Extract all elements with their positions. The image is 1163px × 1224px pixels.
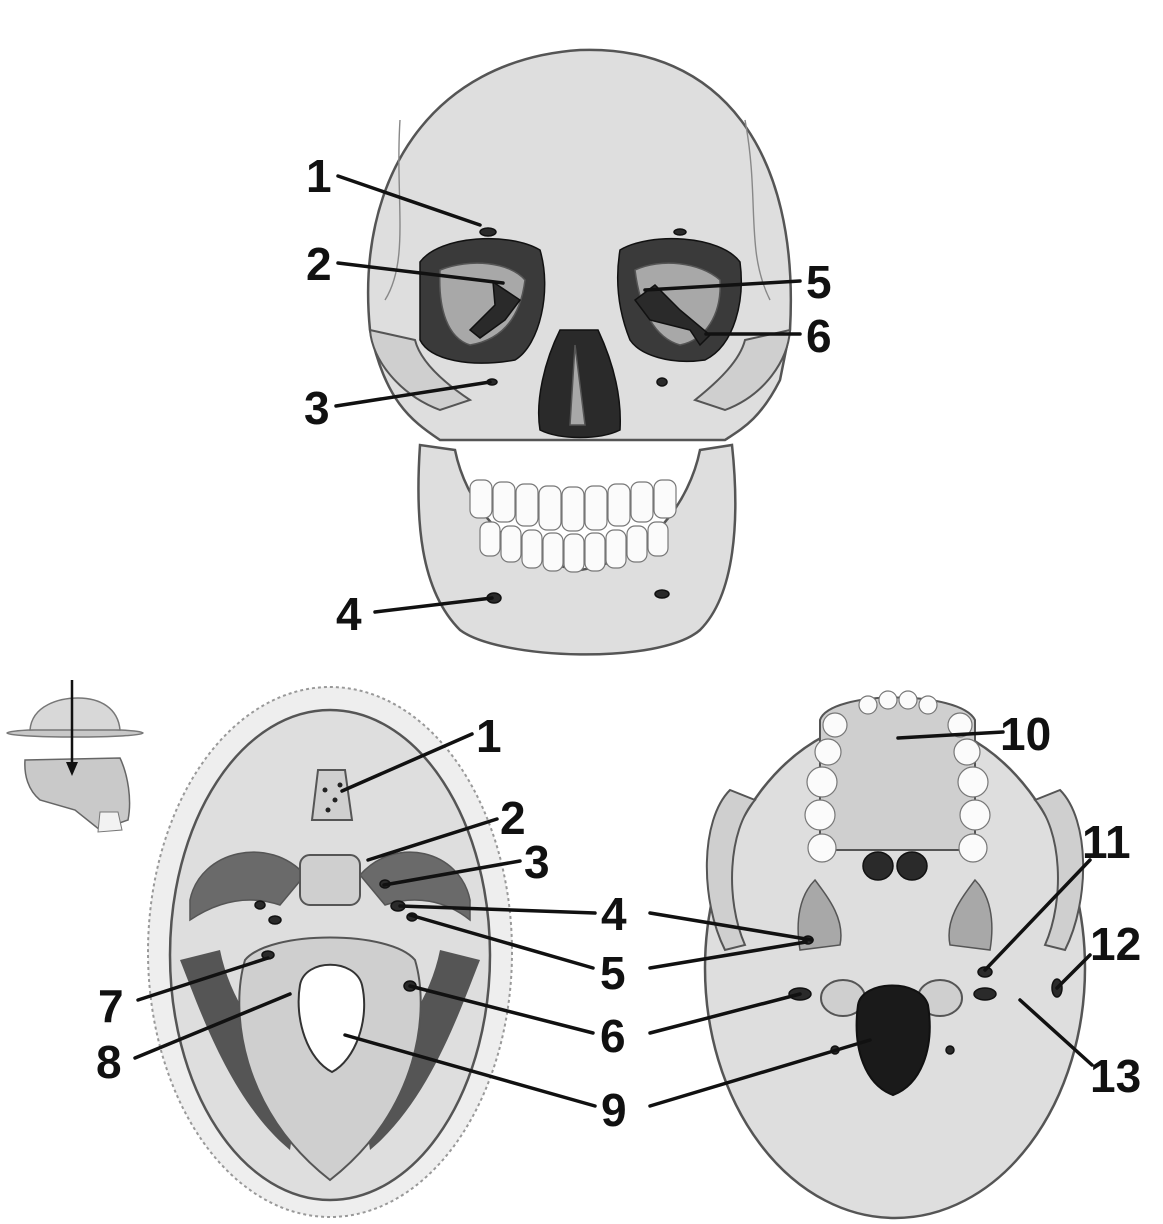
upper-teeth bbox=[470, 480, 676, 531]
inferior-label-11: 11 bbox=[1082, 816, 1131, 868]
anterior-label-1: 1 bbox=[306, 150, 332, 202]
anterior-label-5: 5 bbox=[806, 256, 832, 308]
floor-label-5: 5 bbox=[600, 947, 626, 999]
anterior-label-3: 3 bbox=[304, 382, 330, 434]
floor-label-4: 4 bbox=[601, 888, 627, 940]
floor-label-7: 7 bbox=[98, 980, 124, 1032]
floor-label-1: 1 bbox=[476, 710, 502, 762]
floor-label-6: 6 bbox=[600, 1010, 626, 1062]
anterior-label-4: 4 bbox=[336, 588, 362, 640]
inferior-label-12: 12 bbox=[1090, 918, 1141, 970]
inferior-label-10: 10 bbox=[1000, 708, 1051, 760]
transverse-section-arrow-icon bbox=[7, 680, 143, 832]
inferior-skull-illustration bbox=[705, 691, 1085, 1218]
anterior-label-2: 2 bbox=[306, 238, 332, 290]
anterior-skull-illustration bbox=[368, 50, 791, 655]
floor-label-3: 3 bbox=[524, 836, 550, 888]
floor-label-9: 9 bbox=[601, 1084, 627, 1136]
floor-label-2: 2 bbox=[500, 792, 526, 844]
cranial-floor-illustration bbox=[148, 687, 512, 1217]
anterior-label-6: 6 bbox=[806, 310, 832, 362]
inferior-label-13: 13 bbox=[1090, 1050, 1141, 1102]
floor-label-8: 8 bbox=[96, 1036, 122, 1088]
